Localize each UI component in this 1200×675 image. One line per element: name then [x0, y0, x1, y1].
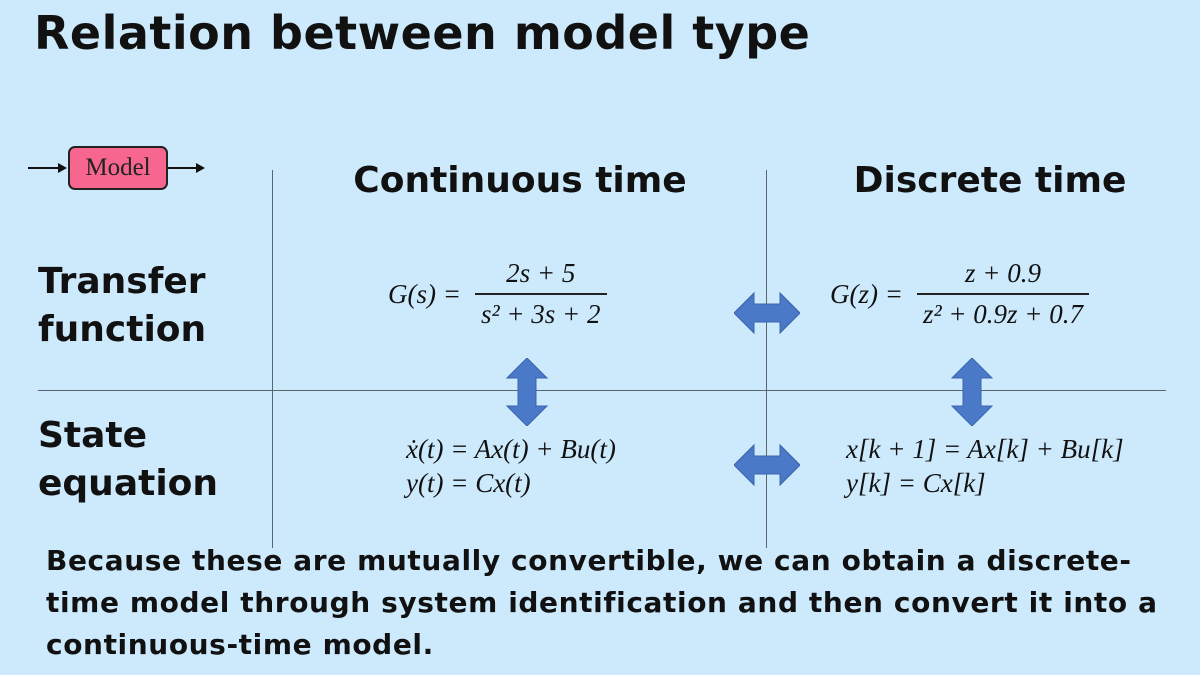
- column-heading-discrete: Discrete time: [853, 160, 1127, 201]
- tf-continuous-lhs: G(s) =: [388, 278, 461, 309]
- row-heading-transfer-line2: function: [38, 309, 207, 350]
- ss-discrete-line1: x[k + 1] = Ax[k] + Bu[k]: [846, 434, 1124, 464]
- input-arrow-head: [58, 163, 67, 173]
- ss-discrete-line2: y[k] = Cx[k]: [846, 468, 986, 498]
- tf-continuous-equation: G(s) = 2s + 5 s² + 3s + 2: [388, 258, 607, 330]
- ss-continuous-line2: y(t) = Cx(t): [406, 468, 531, 498]
- horizontal-divider: [38, 390, 1166, 391]
- ss-continuous-line1: ẋ(t) = Ax(t) + Bu(t): [406, 434, 616, 464]
- tf-discrete-denominator: z² + 0.9z + 0.7: [916, 293, 1090, 330]
- tf-discrete-lhs: G(z) =: [830, 278, 903, 309]
- model-box: Model: [68, 146, 168, 190]
- explanation-note: Because these are mutually convertible, …: [46, 544, 1158, 661]
- tf-discrete-equation: G(z) = z + 0.9 z² + 0.9z + 0.7: [830, 258, 1090, 330]
- tf-discrete-fraction: z + 0.9 z² + 0.9z + 0.7: [916, 258, 1090, 330]
- page-title: Relation between model type: [34, 6, 811, 60]
- input-arrow-line: [28, 167, 58, 169]
- row-heading-state-line1: State: [38, 415, 148, 456]
- vertical-divider-right: [766, 170, 767, 548]
- row-heading-state-line2: equation: [38, 463, 219, 504]
- tf-continuous-fraction: 2s + 5 s² + 3s + 2: [474, 258, 607, 330]
- output-arrow-head: [196, 163, 205, 173]
- row-heading-state-equation: State equation: [38, 412, 218, 508]
- vertical-divider-left: [272, 170, 273, 548]
- tf-discrete-numerator: z + 0.9: [965, 258, 1041, 288]
- tf-continuous-numerator: 2s + 5: [506, 258, 576, 288]
- row-heading-transfer-line1: Transfer: [38, 261, 206, 302]
- ss-continuous-equation: ẋ(t) = Ax(t) + Bu(t) y(t) = Cx(t): [406, 432, 616, 500]
- tf-continuous-denominator: s² + 3s + 2: [474, 293, 607, 330]
- double-arrow-horizontal-bottom-icon: [734, 443, 800, 487]
- double-arrow-horizontal-top-icon: [734, 291, 800, 335]
- model-block-diagram: Model: [28, 142, 218, 196]
- double-arrow-vertical-continuous-icon: [505, 358, 549, 426]
- double-arrow-vertical-discrete-icon: [950, 358, 994, 426]
- ss-discrete-equation: x[k + 1] = Ax[k] + Bu[k] y[k] = Cx[k]: [846, 432, 1124, 500]
- row-heading-transfer-function: Transfer function: [38, 258, 206, 354]
- output-arrow-line: [168, 167, 196, 169]
- column-heading-continuous: Continuous time: [353, 160, 687, 201]
